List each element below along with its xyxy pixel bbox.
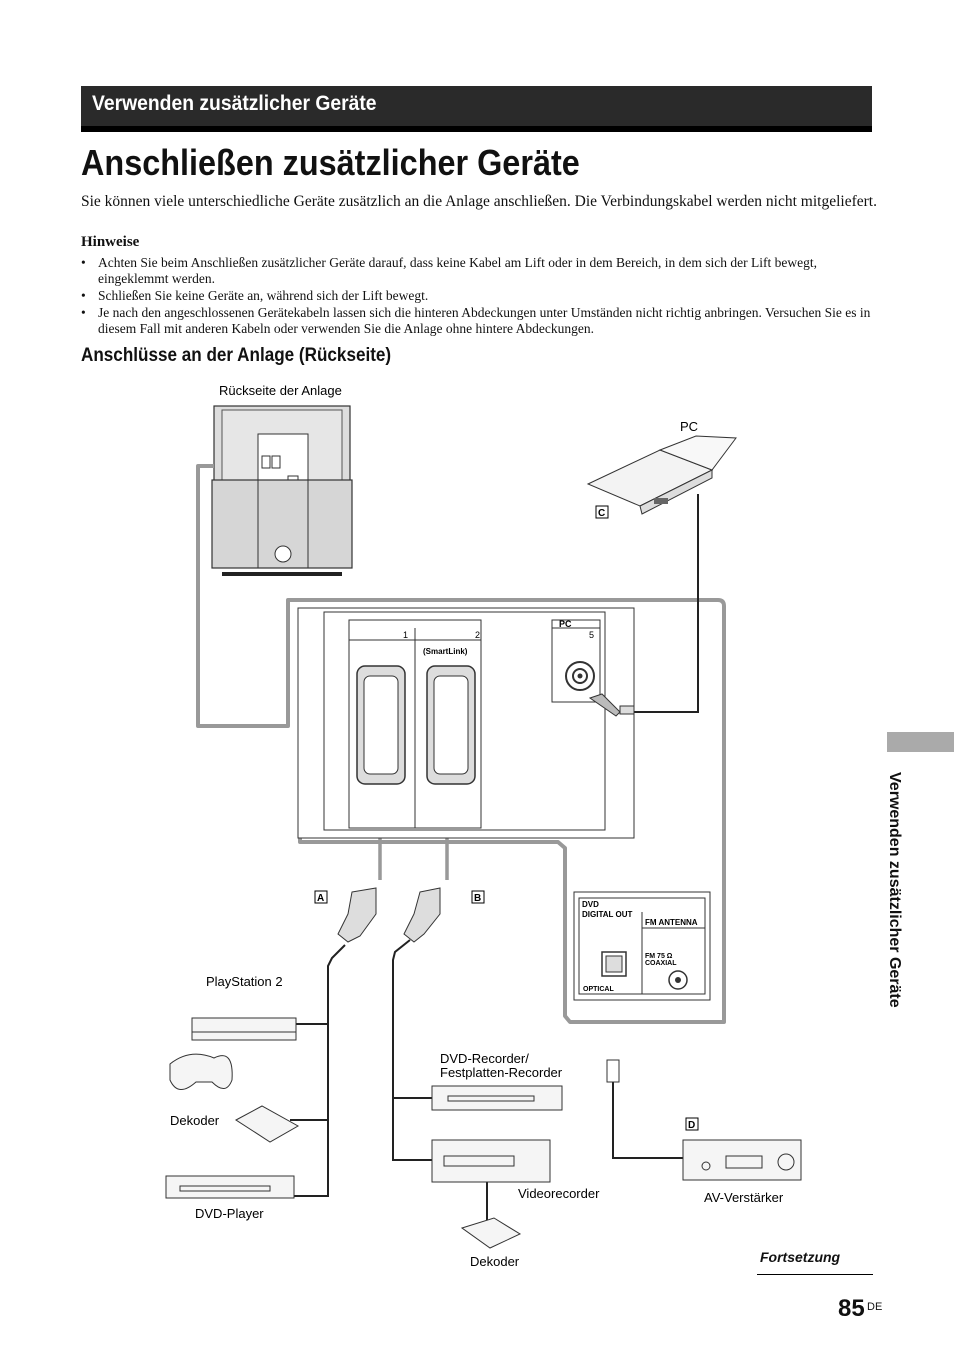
optical-plug (606, 1059, 620, 1083)
svg-text:B: B (474, 893, 481, 904)
continued-label: Fortsetzung (760, 1249, 841, 1265)
note-item: Achten Sie beim Anschließen zusätzlicher… (81, 255, 871, 287)
marker-b: B (471, 890, 485, 904)
port-2-label: 2 (475, 630, 480, 640)
section-title: Verwenden zusätzlicher Geräte (92, 92, 377, 115)
dvd-recorder-label-1: DVD-Recorder/ (440, 1051, 529, 1066)
laptop-illustration (586, 435, 737, 515)
optical-label: OPTICAL (583, 986, 614, 993)
dvd-recorder-label-2: Festplatten-Recorder (440, 1065, 563, 1080)
subheading: Anschlüsse an der Anlage (Rückseite) (81, 345, 392, 366)
notes-heading: Hinweise (81, 234, 140, 250)
page-title: Anschließen zusätzlicher Geräte (81, 142, 580, 183)
dvd-recorder-illustration (431, 1085, 563, 1111)
av-amplifier-label: AV-Verstärker (704, 1190, 784, 1205)
rear-label: Rückseite der Anlage (219, 383, 342, 398)
page-number: 85 (838, 1295, 865, 1322)
section-header-rule (81, 126, 872, 132)
marker-a: A (314, 890, 328, 904)
rear-unit-illustration (211, 405, 353, 576)
side-section-label: Verwenden zusätzlicher Geräte (886, 772, 903, 1008)
port-1-label: 1 (403, 630, 408, 640)
page-language: DE (867, 1301, 883, 1313)
antenna-panel: DVD DIGITAL OUT FM ANTENNA FM 75 Ω COAXI… (573, 891, 711, 1001)
dvd-player-illustration (165, 1175, 295, 1199)
decoder-1-illustration (235, 1105, 300, 1143)
ps2-illustration (169, 1017, 297, 1090)
pc-label: PC (680, 419, 698, 434)
note-item: Je nach den angeschlossenen Gerätekabeln… (81, 305, 871, 337)
continued-rule (757, 1274, 873, 1275)
decoder-1-label: Dekoder (170, 1113, 220, 1128)
intro-paragraph: Sie können viele unterschiedliche Geräte… (81, 193, 877, 210)
pc-cable-plug (588, 693, 635, 717)
marker-c: C (595, 505, 609, 519)
fm-antenna-label: FM ANTENNA (645, 918, 698, 927)
section-header-bar (81, 86, 872, 126)
dvd-out-label-1: DVD (582, 900, 599, 909)
rear-panel: 1 2 (SmartLink) PC 5 (297, 607, 635, 839)
dvd-out-label-2: DIGITAL OUT (582, 910, 632, 919)
vcr-label: Videorecorder (518, 1186, 600, 1201)
av-amplifier-illustration (682, 1139, 802, 1181)
notes-list: Achten Sie beim Anschließen zusätzlicher… (81, 255, 871, 338)
port-5-label: 5 (589, 630, 594, 640)
vcr-illustration (431, 1139, 551, 1183)
svg-text:D: D (688, 1120, 695, 1131)
fm75-label-2: COAXIAL (645, 960, 677, 967)
fm75-label-1: FM 75 Ω (645, 953, 673, 960)
note-item: Schließen Sie keine Geräte an, während s… (81, 288, 871, 304)
svg-text:C: C (598, 508, 605, 519)
decoder-2-label: Dekoder (470, 1254, 520, 1269)
ps2-label: PlayStation 2 (206, 974, 283, 989)
decoder-2-illustration (460, 1217, 522, 1249)
side-tab-marker (887, 732, 954, 752)
smartlink-label: (SmartLink) (423, 647, 468, 656)
marker-d: D (685, 1117, 699, 1131)
dvd-player-label: DVD-Player (195, 1206, 264, 1221)
pc-port-label: PC (559, 619, 572, 629)
svg-text:A: A (317, 893, 324, 904)
